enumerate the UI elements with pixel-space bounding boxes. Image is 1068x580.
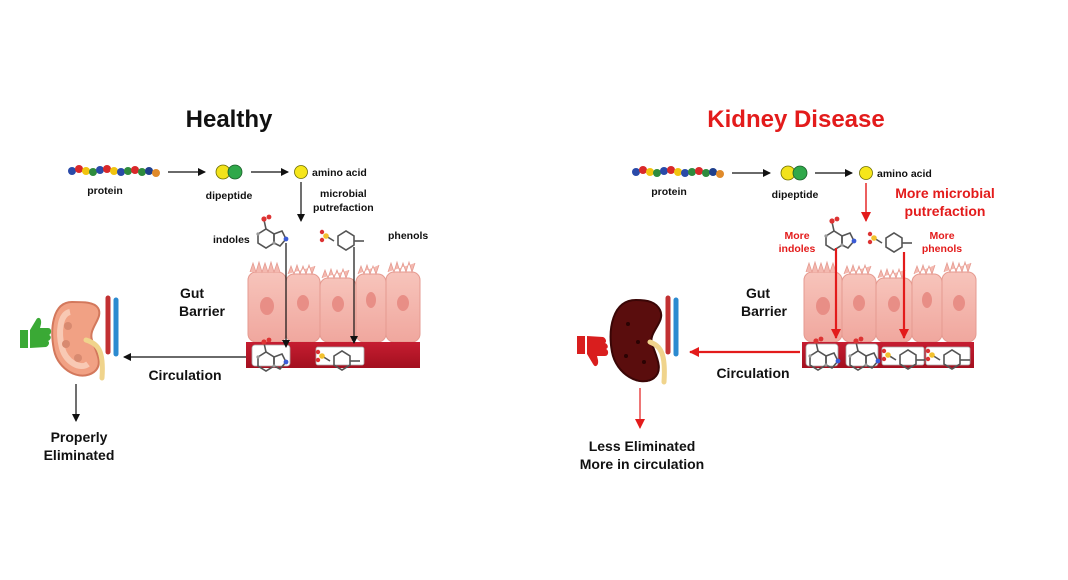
disease-dipeptide-label: dipeptide — [772, 189, 819, 201]
protein-chain-icon — [68, 165, 160, 177]
phenol-molecule-icon — [318, 229, 365, 251]
disease-gut-label-line1: Gut — [746, 285, 770, 301]
disease-amino-acid-label: amino acid — [877, 168, 932, 180]
healthy-outcome-line2: Eliminated — [44, 447, 115, 463]
healthy-protein-label: protein — [87, 185, 123, 197]
disease-title: Kidney Disease — [707, 106, 884, 133]
indole-molecule-icon — [255, 213, 290, 249]
disease-outcome-line2: More in circulation — [580, 456, 704, 472]
healthy-gut-barrier-cells — [246, 260, 421, 372]
disease-outcome-line1: Less Eliminated — [589, 438, 696, 454]
protein-chain-icon — [632, 166, 724, 178]
disease-putrefaction-line2: putrefaction — [905, 203, 986, 219]
dipeptide-icon — [215, 164, 243, 180]
healthy-title: Healthy — [186, 106, 273, 133]
healthy-putrefaction-line2: putrefaction — [313, 202, 374, 214]
disease-indoles-line2: indoles — [779, 243, 816, 255]
disease-phenols-line2: phenols — [922, 243, 962, 255]
indole-molecule-icon — [823, 215, 858, 251]
healthy-gut-label-line1: Gut — [180, 285, 204, 301]
disease-putrefaction-line1: More microbial — [895, 185, 995, 201]
healthy-circulation-label: Circulation — [148, 367, 221, 383]
disease-gut-label-line2: Barrier — [741, 303, 787, 319]
thumbs-up-icon — [20, 317, 52, 348]
healthy-kidney-icon — [51, 295, 119, 381]
disease-phenols-line1: More — [929, 230, 954, 242]
disease-panel: Kidney Disease protein dipeptide amino a… — [577, 106, 995, 472]
disease-gut-barrier-cells — [802, 261, 977, 371]
healthy-dipeptide-label: dipeptide — [206, 190, 253, 202]
disease-protein-label: protein — [651, 186, 687, 198]
dipeptide-icon — [780, 165, 808, 181]
disease-indoles-line1: More — [784, 230, 809, 242]
amino-acid-icon — [294, 165, 308, 179]
diseased-kidney-icon — [609, 295, 679, 385]
healthy-gut-label-line2: Barrier — [179, 303, 225, 319]
phenol-molecule-icon — [866, 231, 913, 253]
amino-acid-icon — [859, 166, 873, 180]
healthy-outcome-line1: Properly — [51, 429, 108, 445]
disease-circulation-label: Circulation — [716, 365, 789, 381]
thumbs-down-icon — [577, 336, 609, 367]
healthy-phenols-label: phenols — [388, 230, 428, 242]
healthy-putrefaction-line1: microbial — [320, 188, 367, 200]
healthy-indoles-label: indoles — [213, 234, 250, 246]
healthy-panel: Healthy protein dipeptide amino acid mic… — [20, 106, 428, 463]
healthy-amino-acid-label: amino acid — [312, 167, 367, 179]
